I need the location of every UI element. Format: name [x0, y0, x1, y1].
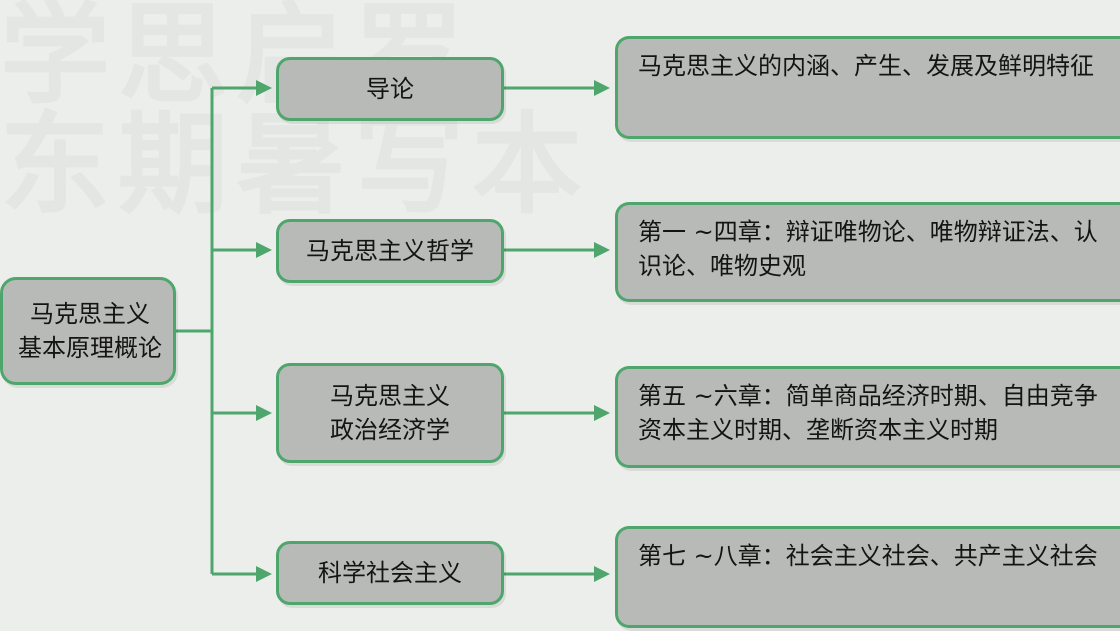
detail-text: 第一 ~四章：辩证唯物论、唯物辩证法、认识论、唯物史观: [638, 218, 1098, 280]
detail-node-political-economy: 第五 ~六章：简单商品经济时期、自由竞争资本主义时期、垄断资本主义时期: [615, 366, 1120, 468]
detail-node-intro: 马克思主义的内涵、产生、发展及鲜明特征: [615, 36, 1120, 139]
branch-node-scientific-socialism: 科学社会主义: [276, 541, 504, 605]
branch-node-political-economy: 马克思主义 政治经济学: [276, 363, 504, 463]
branch-label: 导论: [366, 75, 414, 103]
branch-node-philosophy: 马克思主义哲学: [276, 219, 504, 283]
branch-label: 科学社会主义: [318, 559, 462, 587]
detail-text: 马克思主义的内涵、产生、发展及鲜明特征: [638, 52, 1094, 80]
root-node: 马克思主义 基本原理概论: [0, 277, 176, 385]
root-line-2: 基本原理概论: [18, 334, 162, 362]
background-watermark: 学思启罗东期暑写本: [0, 0, 590, 229]
detail-text: 第五 ~六章：简单商品经济时期、自由竞争资本主义时期、垄断资本主义时期: [638, 382, 1098, 444]
root-line-1: 马克思主义: [30, 300, 150, 328]
detail-node-scientific-socialism: 第七 ~八章：社会主义社会、共产主义社会: [615, 526, 1120, 628]
detail-node-philosophy: 第一 ~四章：辩证唯物论、唯物辩证法、认识论、唯物史观: [615, 202, 1120, 302]
branch-label-line-1: 马克思主义: [330, 382, 450, 410]
branch-node-intro: 导论: [276, 57, 504, 121]
branch-label: 马克思主义哲学: [306, 237, 474, 265]
detail-text: 第七 ~八章：社会主义社会、共产主义社会: [638, 542, 1098, 570]
branch-label-line-2: 政治经济学: [330, 416, 450, 444]
